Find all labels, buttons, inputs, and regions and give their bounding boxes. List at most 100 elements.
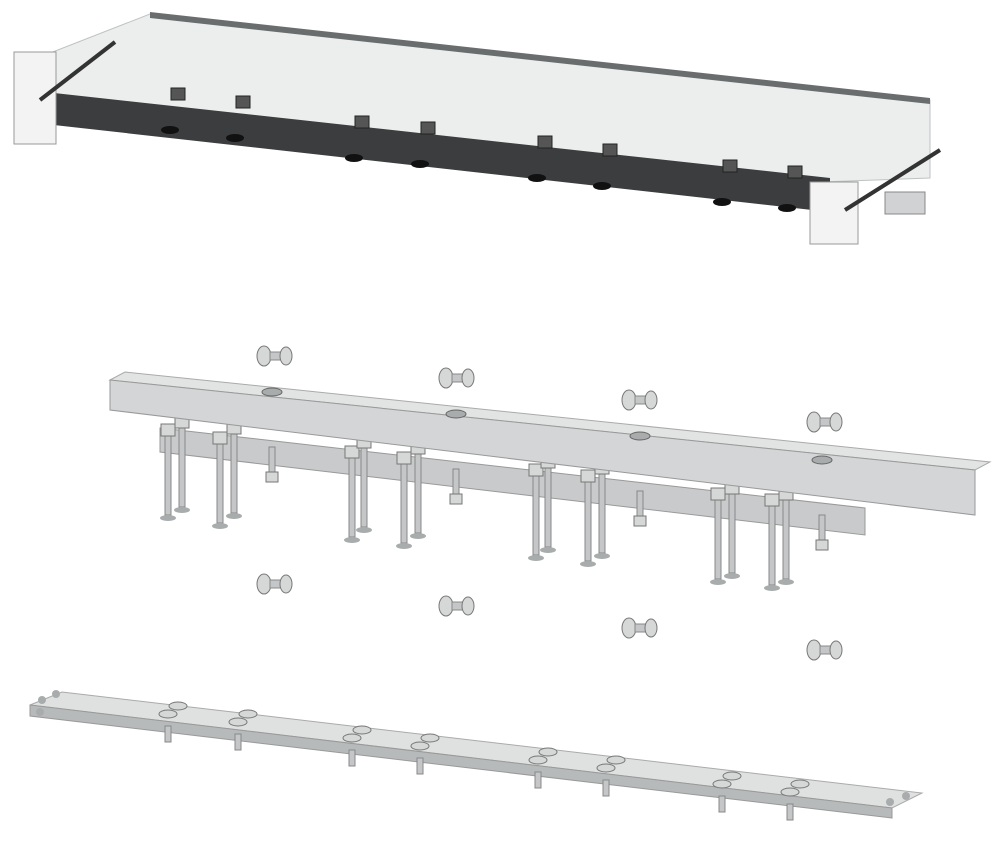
threaded-rod xyxy=(164,429,172,516)
strip-nut xyxy=(602,143,618,157)
loose-bolt-nut xyxy=(461,596,475,616)
loose-bolt-head xyxy=(438,367,454,389)
rod-washer xyxy=(212,523,228,529)
rod-washer xyxy=(344,537,360,543)
loose-bolt-nut xyxy=(644,390,658,410)
loose-bolt-nut xyxy=(279,574,293,594)
loose-bolt-head xyxy=(806,639,822,661)
right-clamp-block xyxy=(884,191,926,215)
threaded-rod xyxy=(714,493,722,580)
rod-nut xyxy=(212,431,228,445)
rod-nut xyxy=(528,463,544,477)
plate-bolt-head xyxy=(790,779,810,789)
loose-bolt-head xyxy=(621,389,637,411)
plate-bolt-head xyxy=(342,733,362,743)
rod-washer xyxy=(764,585,780,591)
rod-nut xyxy=(710,487,726,501)
plate-bolt-shank xyxy=(348,749,356,767)
threaded-rod xyxy=(598,467,606,554)
loose-bolt-nut xyxy=(829,640,843,660)
plate-bolt-shank xyxy=(234,733,242,751)
rod-nut xyxy=(580,469,596,483)
plate-bolt-shank xyxy=(164,725,172,743)
rod-washer xyxy=(528,555,544,561)
threaded-rod xyxy=(400,457,408,544)
strip-nut xyxy=(170,87,186,101)
rod-nut xyxy=(160,423,176,437)
plate-bolt-head xyxy=(538,747,558,757)
plate-bolt-head xyxy=(228,717,248,727)
strip-nut xyxy=(420,121,436,135)
rod-washer xyxy=(356,527,372,533)
rod-nut xyxy=(396,451,412,465)
rod-washer xyxy=(778,579,794,585)
plate-bolt-shank xyxy=(786,803,794,821)
base-plate xyxy=(29,690,924,821)
front-support-bar-face xyxy=(109,379,976,516)
threaded-rod xyxy=(230,427,238,514)
plate-bolt-head xyxy=(420,733,440,743)
threaded-rod xyxy=(532,469,540,556)
plate-bolt-shank xyxy=(416,757,424,775)
threaded-rod xyxy=(348,451,356,538)
left-bracket-rail xyxy=(38,40,117,102)
rod-washer xyxy=(594,553,610,559)
strip-nut xyxy=(235,95,251,109)
rod-washer xyxy=(396,543,412,549)
threaded-rod xyxy=(728,487,736,574)
threaded-rod xyxy=(782,493,790,580)
strip-nut xyxy=(354,115,370,129)
plate-bolt-head xyxy=(712,779,732,789)
loose-bolt-head xyxy=(438,595,454,617)
plate-corner-stud xyxy=(36,708,44,716)
top-cover-tray xyxy=(13,12,942,245)
rod-washer xyxy=(160,515,176,521)
threaded-rod xyxy=(178,421,186,508)
loose-bolt-nut xyxy=(461,368,475,388)
rod-washer xyxy=(580,561,596,567)
base-plate-edge xyxy=(29,704,893,819)
loose-bolt-head xyxy=(806,411,822,433)
plate-corner-stud xyxy=(38,696,46,704)
plate-corner-stud xyxy=(886,798,894,806)
plate-bolt-head xyxy=(780,787,800,797)
right-bracket-rail xyxy=(843,148,942,212)
plate-corner-stud xyxy=(52,690,60,698)
loose-bolt-nut xyxy=(644,618,658,638)
plate-bolt-head xyxy=(352,725,372,735)
cover-back-edge xyxy=(150,12,930,104)
plate-bolt-shank xyxy=(534,771,542,789)
plate-bolt-head xyxy=(158,709,178,719)
strip-bolt-foot xyxy=(778,204,796,212)
plate-bolt-head xyxy=(596,763,616,773)
threaded-rod xyxy=(360,441,368,528)
rod-washer xyxy=(540,547,556,553)
strip-bolt-foot xyxy=(713,198,731,206)
rod-nut xyxy=(344,445,360,459)
plate-bolt-shank xyxy=(602,779,610,797)
plate-bolt-shank xyxy=(718,795,726,813)
strip-bolt-foot xyxy=(161,126,179,134)
bar-bolt-nut xyxy=(633,515,647,527)
bar-bolt-nut xyxy=(815,539,829,551)
strip-nut xyxy=(537,135,553,149)
rod-washer xyxy=(226,513,242,519)
plate-bolt-head xyxy=(722,771,742,781)
threaded-rod xyxy=(768,499,776,586)
threaded-rod xyxy=(414,447,422,534)
rear-support-bar xyxy=(159,427,866,536)
strip-bolt-foot xyxy=(528,174,546,182)
strip-nut xyxy=(722,159,738,173)
bar-bolt-head xyxy=(445,409,467,419)
strip-bolt-foot xyxy=(226,134,244,142)
bar-bolt-head xyxy=(261,387,283,397)
plate-bolt-head xyxy=(238,709,258,719)
strip-bolt-foot xyxy=(593,182,611,190)
threaded-rod xyxy=(216,437,224,524)
plate-bolt-head xyxy=(528,755,548,765)
right-end-bracket xyxy=(809,181,859,245)
bar-bolt-head xyxy=(811,455,833,465)
strip-nut xyxy=(787,165,803,179)
